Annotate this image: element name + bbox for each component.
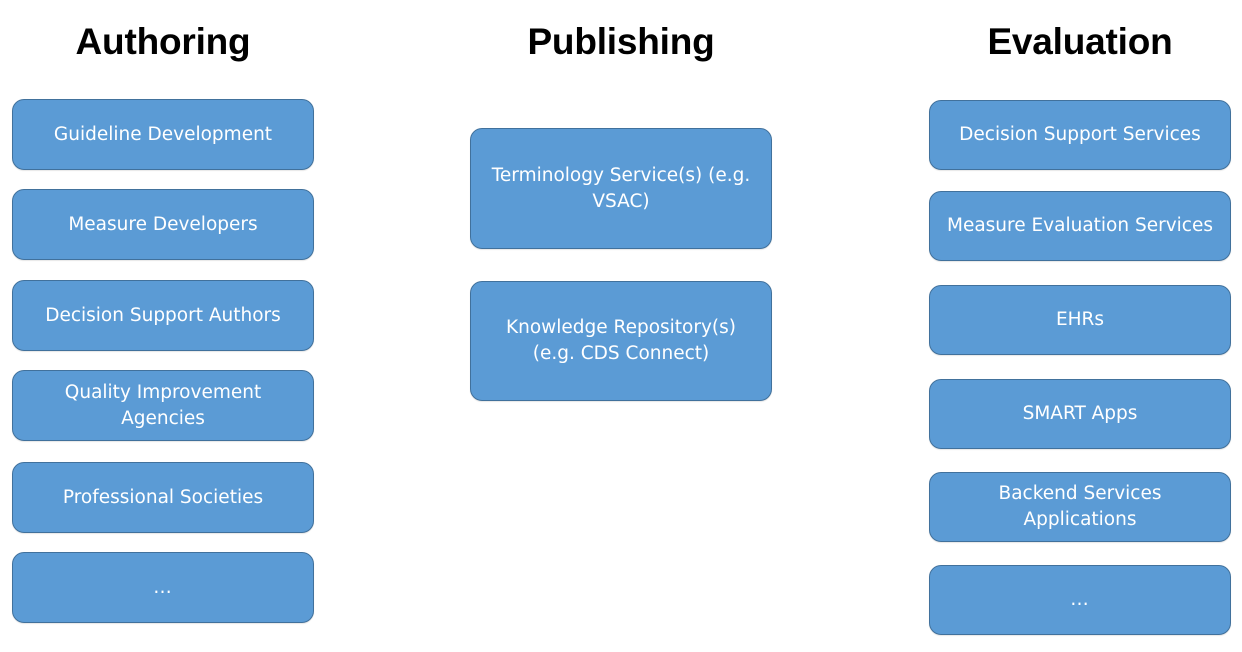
node-professional-societies[interactable]: Professional Societies: [12, 462, 314, 533]
node-label: Decision Support Authors: [45, 304, 281, 326]
node-smart-apps[interactable]: SMART Apps: [929, 379, 1231, 449]
node-ehrs[interactable]: EHRs: [929, 285, 1231, 355]
column-heading-publishing: Publishing: [527, 21, 715, 62]
node-quality-improvement-agencies[interactable]: Quality Improvement Agencies: [12, 370, 314, 441]
node-label: Terminology Service(s) (e.g. VSAC): [491, 164, 751, 212]
node-measure-evaluation-services[interactable]: Measure Evaluation Services: [929, 191, 1231, 261]
node-label: SMART Apps: [1022, 403, 1138, 424]
node-backend-services-applications[interactable]: Backend Services Applications: [929, 472, 1231, 542]
node-label: Professional Societies: [62, 486, 264, 508]
node-label: Measure Developers: [68, 213, 258, 235]
node-label: …: [1070, 589, 1090, 610]
node-evaluation-more[interactable]: …: [929, 565, 1231, 635]
node-label: Quality Improvement Agencies: [64, 381, 262, 429]
column-heading-authoring: Authoring: [75, 21, 251, 62]
node-decision-support-services[interactable]: Decision Support Services: [929, 100, 1231, 170]
node-label: Guideline Development: [53, 123, 273, 145]
node-label: Decision Support Services: [959, 124, 1201, 145]
node-decision-support-authors[interactable]: Decision Support Authors: [12, 280, 314, 351]
node-guideline-development[interactable]: Guideline Development: [12, 99, 314, 170]
node-label: Backend Services Applications: [998, 483, 1162, 530]
node-label: Knowledge Repository(s) (e.g. CDS Connec…: [505, 317, 737, 364]
node-label: …: [153, 576, 173, 598]
node-knowledge-repository[interactable]: Knowledge Repository(s) (e.g. CDS Connec…: [470, 281, 772, 401]
node-measure-developers[interactable]: Measure Developers: [12, 189, 314, 260]
column-heading-evaluation: Evaluation: [987, 21, 1173, 62]
node-authoring-more[interactable]: …: [12, 552, 314, 623]
node-label: EHRs: [1055, 309, 1105, 330]
node-terminology-services[interactable]: Terminology Service(s) (e.g. VSAC): [470, 128, 772, 249]
node-label: Measure Evaluation Services: [946, 215, 1213, 236]
